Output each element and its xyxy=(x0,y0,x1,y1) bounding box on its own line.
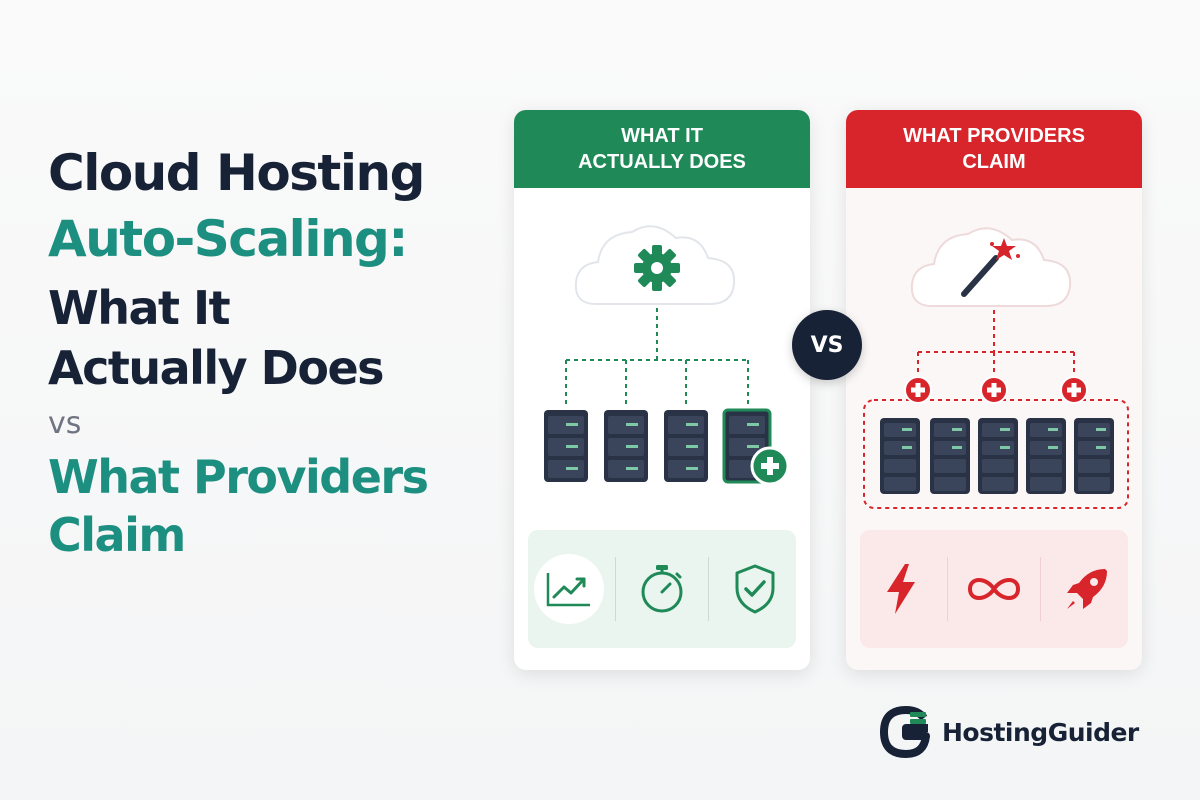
headline: Cloud Hosting Auto-Scaling: What It Actu… xyxy=(48,140,488,564)
shield-check-icon xyxy=(720,554,790,624)
panel-actual-illustration xyxy=(544,225,790,486)
panel-actual-header: WHAT IT ACTUALLY DOES xyxy=(514,110,810,188)
server-icon xyxy=(880,418,1114,494)
feature-divider xyxy=(614,557,616,621)
panel-claim-header-line2: CLAIM xyxy=(962,151,1026,173)
lightning-icon xyxy=(866,554,936,624)
headline-line-actually-does: Actually Does xyxy=(48,341,385,395)
panel-actual-header-line1: WHAT IT xyxy=(621,125,703,147)
brand: HostingGuider xyxy=(880,706,1139,758)
headline-line-what-providers: What Providers xyxy=(48,450,429,504)
feature-divider xyxy=(708,557,710,621)
plus-icon xyxy=(904,376,1088,404)
rocket-icon xyxy=(1052,554,1122,624)
panel-claim-header-line1: WHAT PROVIDERS xyxy=(903,125,1085,147)
panel-actual-features xyxy=(528,530,796,648)
brand-name: HostingGuider xyxy=(942,717,1139,747)
cloud-gear-icon xyxy=(574,225,736,305)
panel-claim-features xyxy=(860,530,1128,648)
vs-badge: VS xyxy=(792,310,862,380)
feature-divider xyxy=(946,557,948,621)
panel-claim: WHAT PROVIDERS CLAIM xyxy=(846,110,1142,670)
cloud-magic-wand-icon xyxy=(910,227,1072,307)
headline-line-what-it: What It xyxy=(48,281,231,335)
infinity-icon xyxy=(959,554,1029,624)
hostingguider-logo-icon xyxy=(880,706,930,758)
headline-line-claim: Claim xyxy=(48,508,186,562)
server-icon xyxy=(544,410,708,482)
headline-vs: vs xyxy=(48,406,82,441)
stopwatch-icon xyxy=(627,554,697,624)
feature-divider xyxy=(1040,557,1042,621)
panel-claim-header: WHAT PROVIDERS CLAIM xyxy=(846,110,1142,188)
headline-line-cloud-hosting: Cloud Hosting xyxy=(48,144,425,202)
panel-claim-illustration xyxy=(863,227,1129,509)
growth-chart-icon xyxy=(533,554,604,624)
panel-actual-header-line2: ACTUALLY DOES xyxy=(578,151,746,173)
panel-actual: WHAT IT ACTUALLY DOES xyxy=(514,110,810,670)
headline-line-auto-scaling: Auto-Scaling: xyxy=(48,210,408,268)
add-server-icon xyxy=(722,408,790,486)
